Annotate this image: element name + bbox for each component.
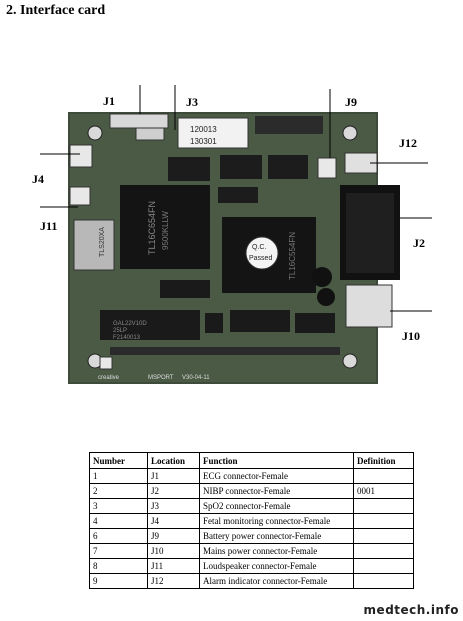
small-ic bbox=[168, 157, 210, 181]
small-ic bbox=[295, 313, 335, 333]
cell-location: J12 bbox=[147, 573, 200, 589]
cell-definition bbox=[353, 573, 414, 589]
connector-j11 bbox=[69, 186, 91, 206]
small-ic bbox=[218, 187, 258, 203]
cell-function: Battery power connector-Female bbox=[199, 528, 354, 544]
table-row: 8 J11 Loudspeaker connector-Female bbox=[89, 558, 414, 574]
cell-number: 2 bbox=[89, 483, 148, 499]
connector-j1 bbox=[109, 113, 169, 129]
qc-text: Q.C. bbox=[252, 244, 266, 251]
cell-location: J4 bbox=[147, 513, 200, 529]
mount-hole bbox=[342, 125, 358, 141]
qc-text-2: Passed bbox=[249, 255, 272, 262]
serial-label bbox=[177, 117, 249, 149]
pin-row bbox=[110, 347, 340, 355]
pin-header bbox=[255, 116, 323, 134]
cell-location: J9 bbox=[147, 528, 200, 544]
footer-text-3: V30-04-11 bbox=[182, 375, 210, 381]
cell-definition bbox=[353, 528, 414, 544]
main-chip-text: TL16C654FN bbox=[147, 201, 157, 255]
small-ic bbox=[230, 310, 290, 332]
header-location: Location bbox=[147, 452, 200, 469]
small-ic bbox=[205, 313, 223, 333]
connector-j10 bbox=[345, 284, 393, 328]
cell-function: Mains power connector-Female bbox=[199, 543, 354, 559]
label-top-text: 120013 bbox=[190, 125, 217, 134]
connector-j3 bbox=[135, 127, 165, 141]
label-j10: J10 bbox=[402, 329, 420, 343]
cell-function: Fetal monitoring connector-Female bbox=[199, 513, 354, 529]
header-function: Function bbox=[199, 452, 354, 469]
cell-location: J1 bbox=[147, 468, 200, 484]
section-heading: 2. Interface card bbox=[6, 3, 106, 18]
qc-sticker bbox=[245, 236, 279, 270]
cell-definition bbox=[353, 558, 414, 574]
label-j11: J11 bbox=[40, 219, 58, 233]
connector-j9 bbox=[317, 157, 337, 179]
cell-number: 8 bbox=[89, 558, 148, 574]
watermark: medtech.info bbox=[363, 603, 459, 617]
table-row: 7 J10 Mains power connector-Female bbox=[89, 543, 414, 559]
table-header-row: Number Location Function Definition bbox=[89, 452, 414, 469]
small-ic bbox=[268, 155, 308, 179]
small-ic bbox=[220, 155, 262, 179]
table-row: 1 J1 ECG connector-Female bbox=[89, 468, 414, 484]
table-row: 2 J2 NIBP connector-Female 0001 bbox=[89, 483, 414, 499]
main-chip-text-2: 9500KLLW bbox=[161, 211, 170, 250]
cell-number: 1 bbox=[89, 468, 148, 484]
cell-function: ECG connector-Female bbox=[199, 468, 354, 484]
cell-definition bbox=[353, 468, 414, 484]
cell-definition bbox=[353, 498, 414, 514]
label-top-text-2: 130301 bbox=[190, 137, 217, 146]
cell-definition bbox=[353, 513, 414, 529]
connector-j4 bbox=[69, 144, 93, 168]
cell-definition: 0001 bbox=[353, 483, 414, 499]
cell-number: 9 bbox=[89, 573, 148, 589]
cell-function: NIBP connector-Female bbox=[199, 483, 354, 499]
main-chip bbox=[120, 185, 210, 269]
capacitor bbox=[312, 267, 332, 287]
cell-function: Loudspeaker connector-Female bbox=[199, 558, 354, 574]
label-j2: J2 bbox=[413, 236, 425, 250]
gal-text: GAL22V10D bbox=[113, 321, 147, 327]
header-number: Number bbox=[89, 452, 148, 469]
interface-card-figure: 120013 130301 TL16C654FN 9500KLLW TL16C5… bbox=[0, 85, 463, 405]
cell-location: J10 bbox=[147, 543, 200, 559]
cell-function: Alarm indicator connector-Female bbox=[199, 573, 354, 589]
cell-number: 6 bbox=[89, 528, 148, 544]
mount-hole bbox=[342, 353, 358, 369]
connector-table: Number Location Function Definition 1 J1… bbox=[89, 452, 414, 589]
cell-number: 4 bbox=[89, 513, 148, 529]
crystal-text: TLS20XA bbox=[99, 227, 106, 257]
label-j3: J3 bbox=[186, 95, 198, 109]
cell-number: 3 bbox=[89, 498, 148, 514]
label-j4: J4 bbox=[32, 172, 44, 186]
cell-location: J2 bbox=[147, 483, 200, 499]
header-definition: Definition bbox=[353, 452, 414, 469]
small-ic bbox=[160, 280, 210, 298]
gal-chip bbox=[100, 310, 200, 340]
cell-location: J11 bbox=[147, 558, 200, 574]
label-j9: J9 bbox=[345, 95, 357, 109]
footer-text: creative bbox=[98, 375, 120, 381]
cell-function: SpO2 connector-Female bbox=[199, 498, 354, 514]
label-j1: J1 bbox=[103, 94, 115, 108]
gal-text-2: 25LP bbox=[113, 328, 127, 334]
uart-chip-text: TL16C554FN bbox=[288, 232, 297, 280]
crystal bbox=[73, 219, 115, 271]
gal-text-3: F2140013 bbox=[113, 335, 141, 341]
logo-icon bbox=[99, 356, 113, 370]
cell-definition bbox=[353, 543, 414, 559]
board-illustration: 120013 130301 TL16C654FN 9500KLLW TL16C5… bbox=[40, 85, 432, 384]
capacitor bbox=[317, 288, 335, 306]
cell-number: 7 bbox=[89, 543, 148, 559]
table-row: 6 J9 Battery power connector-Female bbox=[89, 528, 414, 544]
table-row: 4 J4 Fetal monitoring connector-Female bbox=[89, 513, 414, 529]
label-j12: J12 bbox=[399, 136, 417, 150]
cell-location: J3 bbox=[147, 498, 200, 514]
table-row: 3 J3 SpO2 connector-Female bbox=[89, 498, 414, 514]
footer-text-2: MSPORT bbox=[148, 375, 174, 381]
mount-hole bbox=[87, 125, 103, 141]
table-row: 9 J12 Alarm indicator connector-Female bbox=[89, 573, 414, 589]
